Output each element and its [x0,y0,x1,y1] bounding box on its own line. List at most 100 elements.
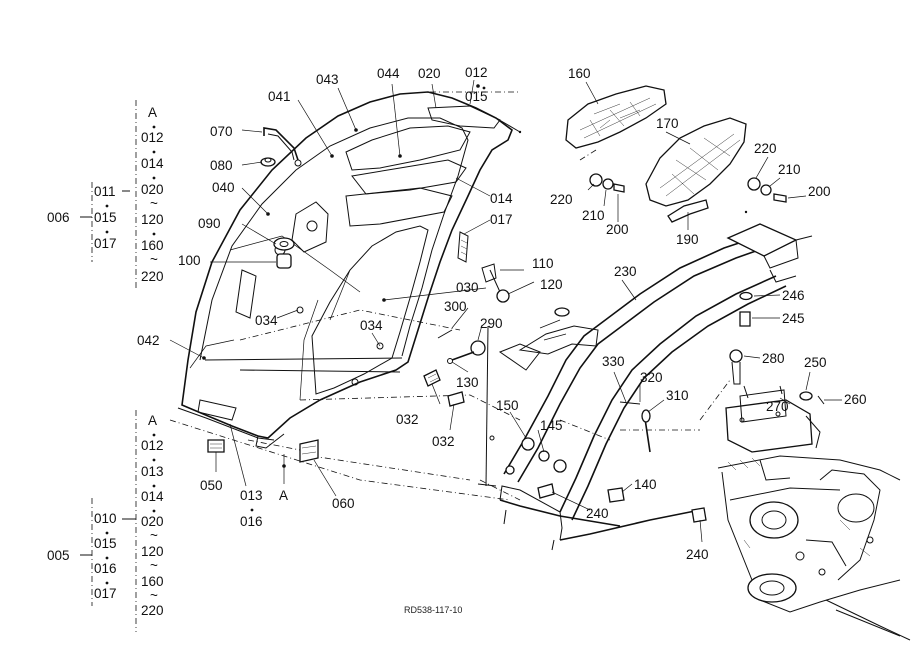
group-006-item-5: 160 [141,238,164,253]
callout-270: 270 [766,399,789,414]
group-006-label: 006 [47,210,70,225]
callout-300: 300 [444,299,467,314]
bushing-090-100 [273,237,295,269]
callout-labels: 070 080 040 041 043 044 020 012 015 090 … [137,65,867,562]
callout-220-b: 220 [754,141,777,156]
cushion-050 [207,439,225,453]
callout-A: A [279,488,288,503]
group-006-item-4: 120 [141,212,164,227]
handle-070 [263,127,302,167]
washer-080 [260,157,276,167]
callout-030: 030 [456,280,479,295]
group-006-tilde-1: ~ [150,196,158,211]
callout-017: 017 [490,212,513,227]
bracket-270 [725,349,825,453]
callout-246: 246 [782,288,805,303]
callout-230: 230 [614,264,637,279]
callout-320: 320 [640,370,663,385]
pin-290-300-130 [437,329,486,364]
callout-043: 043 [316,72,339,87]
callout-145: 145 [540,418,563,433]
group-005-bracket: 005 010 015 016 017 A 012 013 014 020 ~ … [47,410,164,632]
callout-012: 012 [465,65,488,80]
group-006-item-3: 020 [141,182,164,197]
marker-dots [202,84,748,468]
callout-130: 130 [456,375,479,390]
callout-044: 044 [377,66,400,81]
callout-013: 013 [240,488,263,503]
backrest-160 [565,85,667,149]
callout-160: 160 [568,66,591,81]
backrest-170 [645,117,747,207]
callout-014: 014 [490,191,513,206]
drawing-code: RD538-117-10 [404,605,462,615]
fastener-set-a [589,173,625,193]
callout-040: 040 [212,180,235,195]
callout-080: 080 [210,158,233,173]
callout-250: 250 [804,355,827,370]
group-006-item-6: 220 [141,269,164,284]
group-005-item-7: 220 [141,603,164,618]
group-006-sub-2: 015 [94,210,117,225]
group-005-label: 005 [47,548,70,563]
group-005-item-4: 020 [141,514,164,529]
trim-190 [667,199,709,223]
callout-020: 020 [418,66,441,81]
knob-110-120 [481,263,510,303]
callout-110: 110 [532,256,554,271]
callout-032-a: 032 [396,412,419,427]
group-005-tilde-1: ~ [150,528,158,543]
group-006-item-A: A [148,105,157,120]
group-006-tilde-2: ~ [150,252,158,267]
callout-190: 190 [676,232,699,247]
cushion-060 [299,439,319,463]
callout-090: 090 [198,216,221,231]
callout-220-a: 220 [550,192,573,207]
group-005-sub-1: 010 [94,511,117,526]
callout-070: 070 [210,124,233,139]
group-005-item-3: 014 [141,489,164,504]
callout-032-b: 032 [432,434,455,449]
callout-041: 041 [268,89,291,104]
group-006-bracket: 006 011 015 017 A 012 014 020 ~ 120 160 … [47,100,164,290]
group-005-item-6: 160 [141,574,164,589]
callout-016: 016 [240,514,263,529]
callout-150: 150 [496,398,519,413]
callout-042: 042 [137,333,160,348]
callout-280: 280 [762,351,785,366]
callout-100: 100 [178,253,201,268]
callout-260: 260 [844,392,867,407]
group-006-sub-1: 011 [94,184,116,199]
group-006-item-1: 012 [141,130,164,145]
callout-240-a: 240 [586,506,609,521]
callout-245: 245 [782,311,805,326]
callout-310: 310 [666,388,689,403]
callout-200-b: 200 [808,184,831,199]
fastener-set-b [747,177,787,203]
group-005-item-1: 012 [141,438,164,453]
group-005-item-5: 120 [141,544,164,559]
group-005-item-2: 013 [141,464,164,479]
group-005-sub-2: 015 [94,536,117,551]
frame-230 [477,223,813,551]
group-005-tilde-3: ~ [150,588,158,603]
group-005-tilde-2: ~ [150,558,158,573]
callout-015: 015 [465,89,488,104]
bracket-017 [457,231,469,263]
group-006-item-2: 014 [141,156,164,171]
callout-140: 140 [634,477,657,492]
callout-034-a: 034 [255,313,278,328]
callout-200-a: 200 [606,222,629,237]
callout-210-b: 210 [778,162,801,177]
callout-060: 060 [332,496,355,511]
callout-240-b: 240 [686,547,709,562]
callout-034-b: 034 [360,318,383,333]
callout-290: 290 [480,316,503,331]
group-005-item-A: A [148,413,157,428]
callout-050: 050 [200,478,223,493]
leader-lines [169,79,842,543]
construction-lines [169,91,731,501]
group-005-sub-3: 016 [94,561,117,576]
axle-housing [717,455,911,641]
group-006-sub-3: 017 [94,236,117,251]
